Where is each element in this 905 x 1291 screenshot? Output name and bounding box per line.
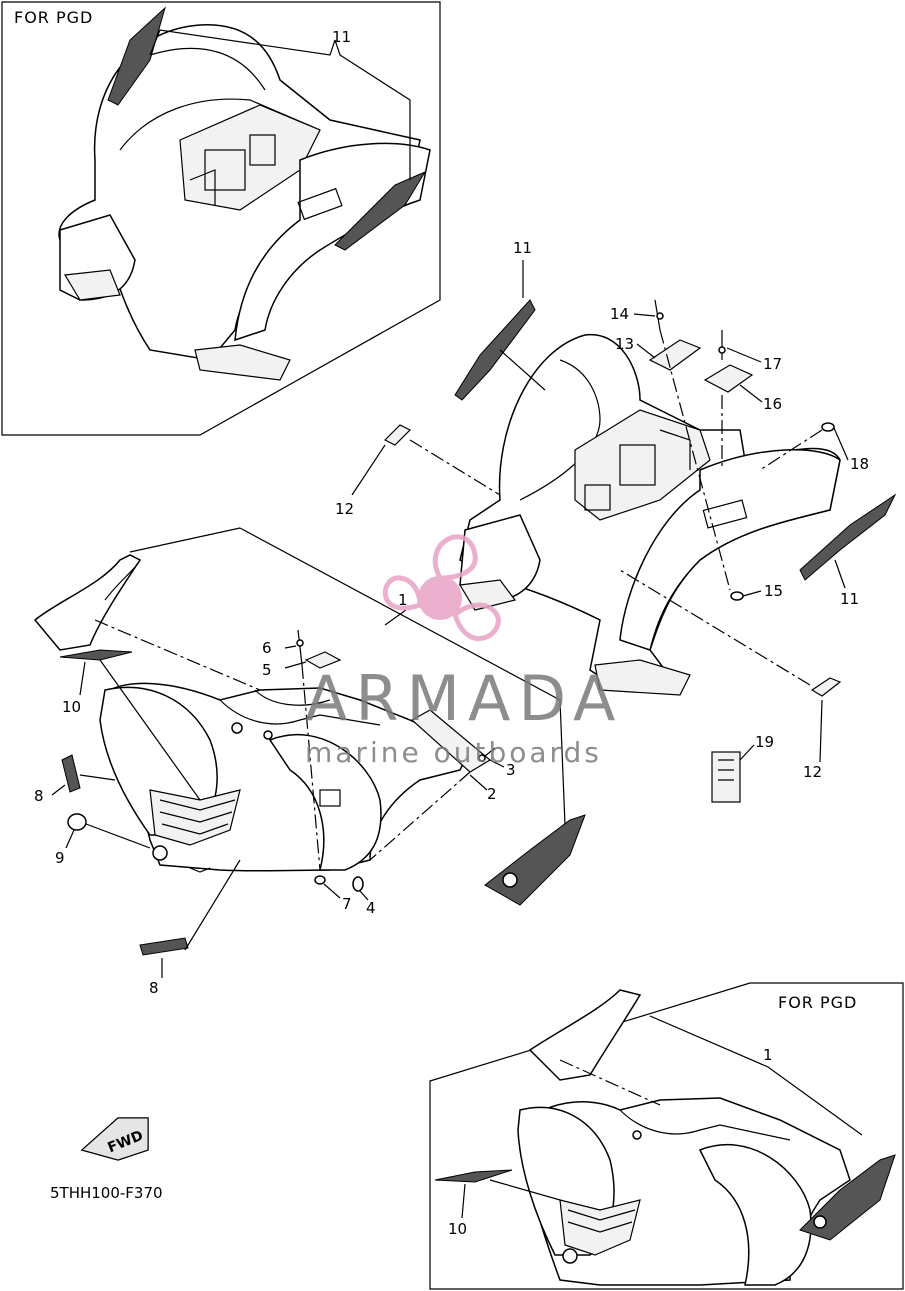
- callout-2: 2: [487, 785, 497, 803]
- callout-11-rear-b: 11: [840, 590, 859, 608]
- watermark-tagline: marine outboards: [305, 736, 602, 769]
- decal-12-rear-upper: [383, 424, 412, 446]
- inset-bottom-right: FOR PGD 10 1: [429, 982, 904, 1290]
- front-fender-assembly: 10 1 2 3 4 5 6: [33, 527, 586, 997]
- plate-13: [648, 339, 702, 371]
- rear-fender-inset-drawing: [58, 6, 431, 381]
- inset-top-left-header: FOR PGD: [14, 8, 93, 27]
- callout-15: 15: [764, 582, 783, 600]
- decal-8-bottom: [139, 937, 189, 956]
- callout-10-inset: 10: [448, 1220, 467, 1238]
- grommet-7: [314, 875, 326, 885]
- decal-10-inset: [434, 1169, 513, 1183]
- inset-bottom-right-frame: [429, 982, 904, 1290]
- part-code: 5THH100-F370: [50, 1184, 163, 1202]
- emblem-9: [67, 813, 87, 831]
- front-fender-inset-drawing: [517, 989, 896, 1286]
- callout-11-rear-a: 11: [513, 239, 532, 257]
- decal-12-rear-lower: [810, 677, 842, 697]
- callout-1: 1: [398, 591, 408, 609]
- callout-14: 14: [610, 305, 629, 323]
- rear-fender-assembly: 11 11 12 12 13 14 15 16: [335, 239, 897, 803]
- leader-1-right: [239, 527, 566, 826]
- leader-tl-11-left: [149, 29, 336, 56]
- callout-8-b: 8: [149, 979, 159, 997]
- leader-1-inset: [649, 1015, 863, 1136]
- callout-4: 4: [366, 899, 376, 917]
- callout-18: 18: [850, 455, 869, 473]
- decal-1-side: [484, 814, 586, 906]
- callout-8-a: 8: [34, 787, 44, 805]
- callout-1-inset: 1: [763, 1046, 773, 1064]
- callout-9: 9: [55, 849, 65, 867]
- callout-19: 19: [755, 733, 774, 751]
- inset-top-left: FOR PGD 11: [1, 1, 441, 436]
- decal-8-side: [61, 754, 81, 793]
- decal-11-inset-left: [107, 6, 166, 106]
- leader-tl-11-right: [334, 39, 411, 180]
- callout-12-rear-b: 12: [803, 763, 822, 781]
- callout-3: 3: [506, 761, 516, 779]
- plate-5: [304, 651, 342, 669]
- callout-6: 6: [262, 639, 272, 657]
- callout-10: 10: [62, 698, 81, 716]
- decal-11-inset-right: [334, 170, 427, 251]
- plate-16: [703, 364, 754, 393]
- armada-watermark: ARMADA marine outboards: [305, 534, 623, 769]
- callout-5: 5: [262, 661, 272, 679]
- rivet-6: [297, 629, 303, 666]
- watermark-brand: ARMADA: [305, 662, 623, 735]
- fwd-arrow-icon: FWD: [80, 1117, 149, 1161]
- callout-16: 16: [763, 395, 782, 413]
- decal-10-front: [59, 649, 133, 661]
- grommet-15: [730, 591, 744, 601]
- decal-11-rear-left: [454, 299, 536, 401]
- decal-11-rear-right: [799, 493, 897, 581]
- callout-7: 7: [342, 895, 352, 913]
- callout-17: 17: [763, 355, 782, 373]
- inset-bottom-right-header: FOR PGD: [778, 993, 857, 1012]
- grommet-18: [821, 422, 835, 432]
- propeller-logo-icon: [382, 534, 501, 642]
- nut-4: [352, 876, 364, 892]
- callout-12-rear-a: 12: [335, 500, 354, 518]
- callout-11: 11: [332, 28, 351, 46]
- callout-13: 13: [615, 335, 634, 353]
- inset-top-left-frame: [1, 1, 441, 436]
